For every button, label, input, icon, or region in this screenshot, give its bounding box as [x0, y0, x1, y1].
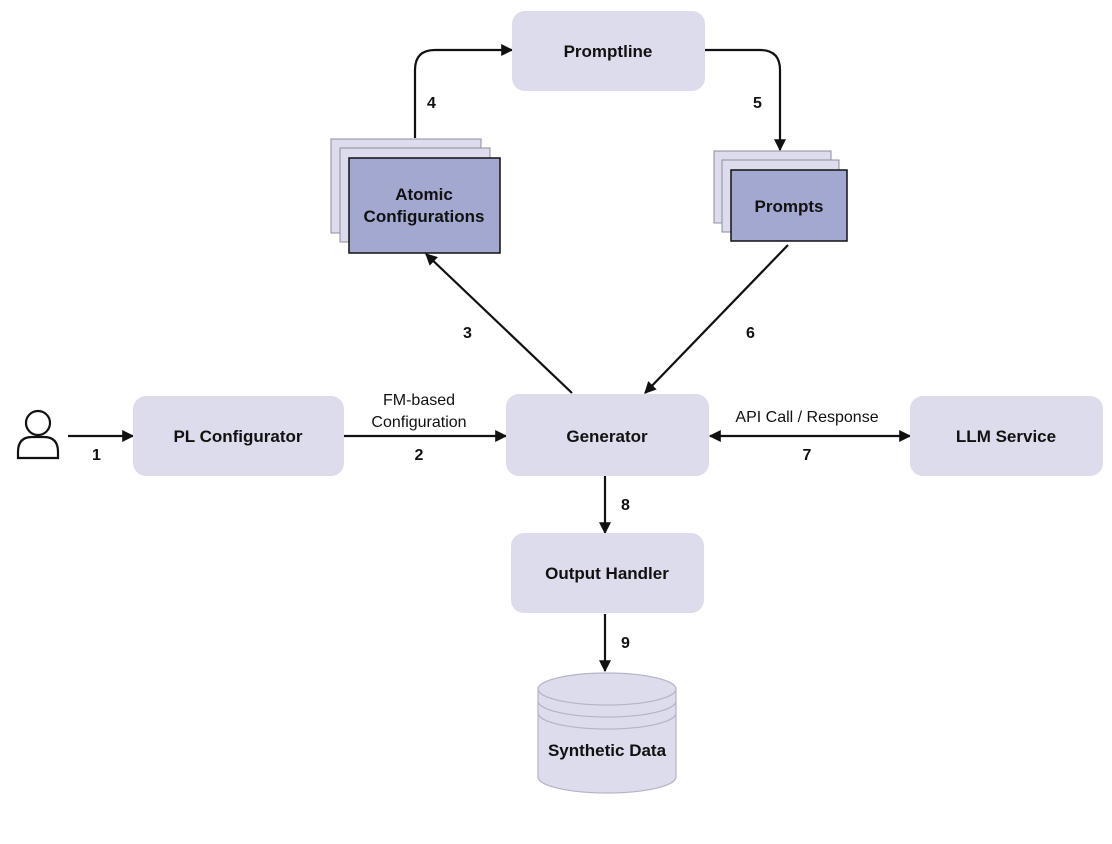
llm-service-label: LLM Service: [956, 427, 1056, 446]
generator-label: Generator: [566, 427, 648, 446]
edge-generator-to-atomic-configurations: [425, 253, 573, 394]
edge-2-label-line1: FM-based: [383, 392, 455, 409]
edge-8-step: 8: [621, 497, 630, 514]
edge-atomic-configurations-to-promptline: [413, 44, 514, 138]
edge-promptline-to-prompts: [705, 48, 786, 152]
atomic-configurations-label-line1: Atomic: [395, 185, 453, 204]
prompts-front-sheet: [730, 169, 848, 242]
pl-configurator-box: PL Configurator: [133, 396, 344, 476]
synthetic-data-cylinder-ring-2: [537, 712, 677, 730]
edge-prompts-to-generator: [644, 244, 789, 394]
prompts-label: Prompts: [755, 197, 824, 216]
edge-7-step: 7: [803, 447, 812, 464]
user-icon: [16, 409, 60, 460]
promptline-label: Promptline: [564, 42, 653, 61]
edge-9-step: 9: [621, 635, 630, 652]
edge-7-label: API Call / Response: [735, 409, 878, 426]
synthetic-data-label: Synthetic Data: [548, 741, 667, 760]
edge-6-step: 6: [746, 325, 755, 342]
synthetic-data-database: Synthetic Data: [537, 672, 677, 794]
edge-2-step: 2: [415, 447, 424, 464]
atomic-configurations-label-line2: Configurations: [364, 207, 485, 226]
output-handler-label: Output Handler: [545, 564, 669, 583]
atomic-configurations-stack: Atomic Configurations: [330, 138, 501, 254]
synthetic-data-cylinder-ring-1: [537, 700, 677, 718]
prompts-stack: Prompts: [713, 150, 848, 242]
edge-5-step: 5: [753, 95, 762, 112]
edge-3-step: 3: [463, 325, 472, 342]
edge-2-label-line2: Configuration: [371, 414, 466, 431]
output-handler-box: Output Handler: [511, 533, 704, 613]
atomic-configurations-front-sheet: [348, 157, 501, 254]
generator-box: Generator: [506, 394, 709, 476]
synthetic-data-cylinder-top: [537, 672, 677, 706]
pl-configurator-label: PL Configurator: [173, 427, 302, 446]
promptline-box: Promptline: [512, 11, 705, 91]
edge-4-step: 4: [427, 95, 436, 112]
edge-1-step: 1: [92, 447, 101, 464]
llm-service-box: LLM Service: [910, 396, 1103, 476]
